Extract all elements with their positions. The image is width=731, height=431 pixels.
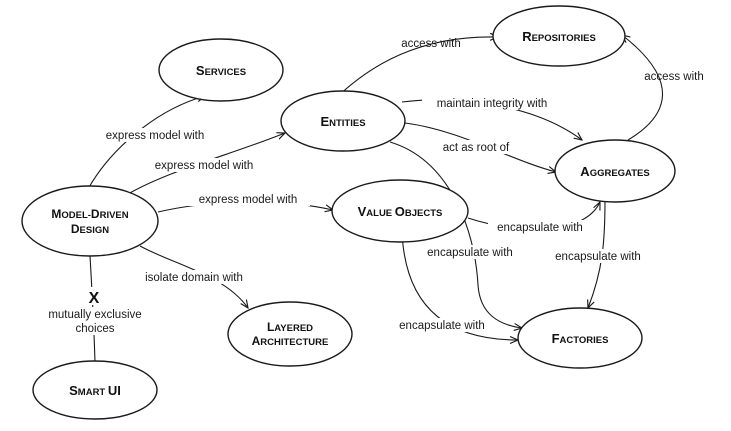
node-layered-line2: A: [252, 334, 261, 348]
svg-text:ENTITIES: ENTITIES: [320, 114, 365, 129]
node-aggregates-label: A: [580, 164, 590, 179]
edge-label-access-with-right: access with: [644, 71, 703, 83]
svg-text:VALUE OBJECTS: VALUE OBJECTS: [358, 204, 443, 219]
svg-text:LAYERED: LAYERED: [267, 320, 313, 334]
svg-text:SMART UI: SMART UI: [69, 383, 121, 398]
node-factories-label: F: [552, 331, 560, 346]
edge-label-encapsulate-entities-factories: encapsulate with: [427, 247, 513, 259]
node-smart-ui[interactable]: SMART UI: [32, 360, 158, 420]
edge-label-access-with-top: access with: [401, 38, 460, 50]
node-layered-line1: L: [267, 320, 274, 334]
svg-text:ARCHITECTURE: ARCHITECTURE: [252, 334, 329, 348]
node-services-l1: S: [196, 63, 205, 78]
node-mdd-line2: D: [71, 222, 80, 236]
edge-value-objects-to-factories: [401, 231, 518, 340]
node-entities[interactable]: ENTITIES: [280, 90, 406, 152]
edge-label-express-model-services: express model with: [106, 130, 204, 142]
node-entities-label: E: [320, 114, 329, 129]
edge-label-act-as-root-of: act as root of: [443, 142, 510, 154]
svg-text:AGGREGATES: AGGREGATES: [580, 164, 649, 179]
svg-text:MODEL-DRIVEN: MODEL-DRIVEN: [51, 207, 128, 221]
edge-label-mutually-exclusive-line1: mutually exclusive: [48, 309, 141, 321]
edge-labels: access with access with express model wi…: [38, 38, 704, 335]
edge-label-maintain-integrity-with: maintain integrity with: [437, 98, 548, 110]
node-value-objects-label: V: [358, 204, 367, 219]
edge-label-isolate-domain-with: isolate domain with: [145, 272, 243, 284]
node-factories[interactable]: FACTORIES: [517, 307, 643, 369]
edge-aggregates-to-repositories: [622, 35, 663, 141]
node-layered-architecture[interactable]: LAYERED ARCHITECTURE: [227, 301, 353, 367]
edge-label-express-model-entities: express model with: [155, 160, 253, 172]
node-repositories[interactable]: REPOSITORIES: [492, 5, 626, 67]
node-mdd-line1: M: [51, 207, 61, 221]
edge-label-encapsulate-vo-aggregates: encapsulate with: [497, 222, 583, 234]
node-aggregates[interactable]: AGGREGATES: [554, 139, 676, 203]
node-value-objects[interactable]: VALUE OBJECTS: [331, 179, 469, 243]
node-repositories-label: R: [522, 29, 532, 44]
x-mark: X: [89, 290, 100, 307]
edge-entities-to-repositories: [334, 37, 498, 100]
edge-label-express-model-value-objects: express model with: [199, 194, 297, 206]
edge-label-encapsulate-vo-factories: encapsulate with: [399, 320, 485, 332]
edge-mdd-to-services: [87, 96, 205, 190]
edge-label-mutually-exclusive-line2: choices: [76, 323, 115, 335]
svg-text:DESIGN: DESIGN: [71, 222, 109, 236]
node-smart-ui-label: S: [69, 383, 78, 398]
svg-text:SERVICES: SERVICES: [196, 63, 246, 78]
svg-text:FACTORIES: FACTORIES: [552, 331, 609, 346]
svg-text:REPOSITORIES: REPOSITORIES: [522, 29, 596, 44]
node-model-driven-design[interactable]: MODEL-DRIVEN DESIGN: [21, 185, 159, 257]
edge-entities-to-factories: [389, 141, 522, 328]
edge-label-encapsulate-aggregates-factories: encapsulate with: [555, 251, 641, 263]
node-services[interactable]: SERVICES: [158, 38, 284, 102]
